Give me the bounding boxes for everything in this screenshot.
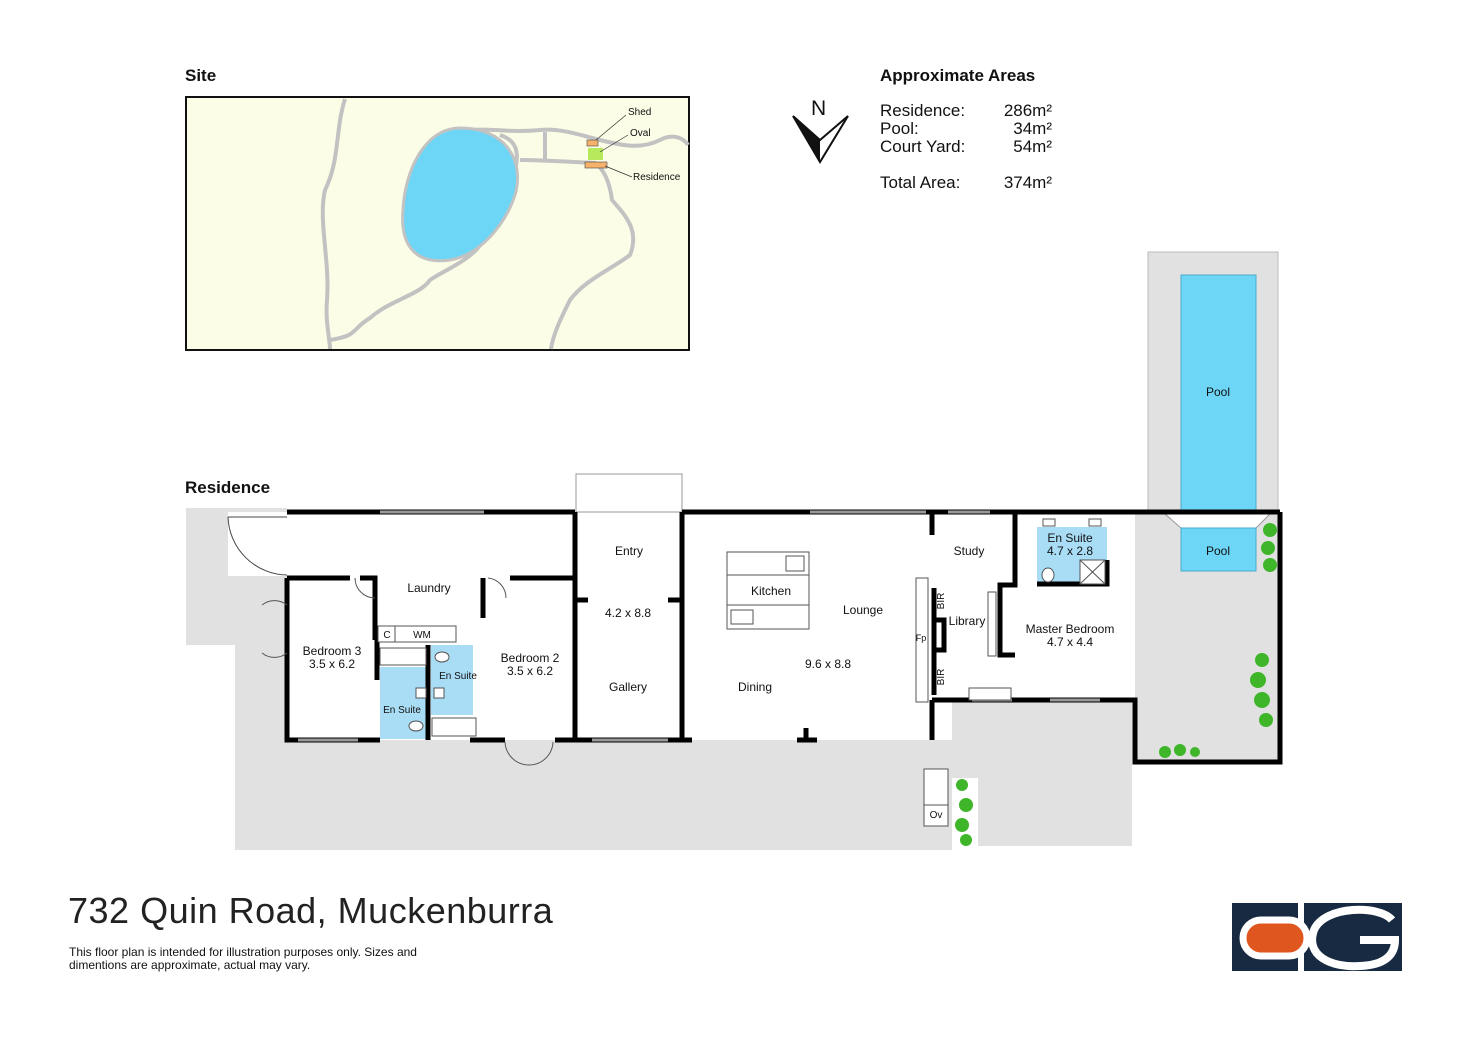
pool-courtyard-label: Pool bbox=[1206, 544, 1230, 558]
site-label-shed: Shed bbox=[628, 107, 651, 118]
area-value: 54m² bbox=[1013, 137, 1052, 156]
area-value: 286m² bbox=[1003, 101, 1052, 120]
north-label: N bbox=[811, 97, 826, 120]
property-address: 732 Quin Road, Muckenburra bbox=[68, 890, 554, 931]
pool-main bbox=[1180, 274, 1257, 511]
site-label-residence: Residence bbox=[633, 172, 681, 183]
label-cupboard: C bbox=[383, 630, 390, 641]
room-lounge: Lounge bbox=[843, 603, 883, 617]
area-label: Court Yard: bbox=[880, 137, 966, 156]
area-label: Total Area: bbox=[880, 173, 961, 192]
room-ensuite-bed3: En Suite bbox=[383, 705, 421, 716]
site-heading: Site bbox=[185, 66, 217, 85]
doors bbox=[261, 577, 554, 766]
room-entry: Entry bbox=[615, 544, 643, 558]
label-washing-machine: WM bbox=[413, 630, 431, 641]
shed-marker bbox=[586, 139, 599, 147]
site-label-oval: Oval bbox=[630, 128, 651, 139]
plants bbox=[955, 523, 1277, 846]
residence-heading: Residence bbox=[185, 478, 271, 497]
area-value: 34m² bbox=[1013, 119, 1052, 138]
room-laundry: Laundry bbox=[407, 581, 450, 595]
room-library: Library bbox=[949, 614, 986, 628]
site-map: Shed Oval Residence bbox=[185, 96, 690, 351]
room-dining: Dining bbox=[738, 680, 772, 694]
room-bedroom2-size: 3.5 x 6.2 bbox=[507, 664, 553, 678]
room-master-bedroom: Master Bedroom bbox=[1026, 622, 1115, 636]
disclaimer: This floor plan is intended for illustra… bbox=[69, 945, 417, 972]
label-bir-1: BIR bbox=[936, 593, 947, 610]
residence-marker bbox=[584, 161, 608, 169]
room-gallery: Gallery bbox=[609, 680, 647, 694]
area-row-courtyard: Court Yard: 54m² bbox=[880, 138, 1052, 156]
room-bedroom3-size: 3.5 x 6.2 bbox=[309, 657, 355, 671]
company-logo bbox=[1232, 903, 1402, 971]
area-label: Residence: bbox=[880, 101, 966, 120]
label-bir-2: BIR bbox=[936, 669, 947, 686]
room-bedroom3: Bedroom 3 bbox=[303, 644, 362, 658]
room-master-bedroom-size: 4.7 x 4.4 bbox=[1047, 635, 1093, 649]
areas-table: Residence: 286m² Pool: 34m² Court Yard: 54m… bbox=[880, 102, 1052, 192]
room-study: Study bbox=[954, 544, 985, 558]
room-entry-size: 4.2 x 8.8 bbox=[605, 606, 651, 620]
room-lounge-size: 9.6 x 8.8 bbox=[805, 657, 851, 671]
pool-main-label: Pool bbox=[1206, 385, 1230, 399]
area-row-residence: Residence: 286m² bbox=[880, 102, 1052, 120]
label-oven: Ov bbox=[930, 810, 943, 821]
room-bedroom2: Bedroom 2 bbox=[501, 651, 560, 665]
pool-courtyard bbox=[1180, 527, 1257, 572]
room-ensuite-bed2: En Suite bbox=[439, 671, 477, 682]
area-value: 374m² bbox=[1003, 173, 1052, 192]
area-row-total: Total Area: 374m² bbox=[880, 174, 1052, 192]
room-master-ensuite: En Suite bbox=[1047, 531, 1093, 545]
room-kitchen: Kitchen bbox=[751, 584, 791, 598]
fixtures bbox=[377, 518, 1106, 827]
area-label: Pool: bbox=[880, 119, 919, 138]
room-master-ensuite-size: 4.7 x 2.8 bbox=[1047, 544, 1093, 558]
oval-marker bbox=[588, 148, 603, 160]
areas-heading: Approximate Areas bbox=[880, 66, 1036, 85]
label-fireplace: Fp bbox=[916, 633, 927, 643]
lake bbox=[401, 126, 520, 263]
area-row-pool: Pool: 34m² bbox=[880, 120, 1052, 138]
north-arrow-icon: N bbox=[792, 97, 849, 164]
